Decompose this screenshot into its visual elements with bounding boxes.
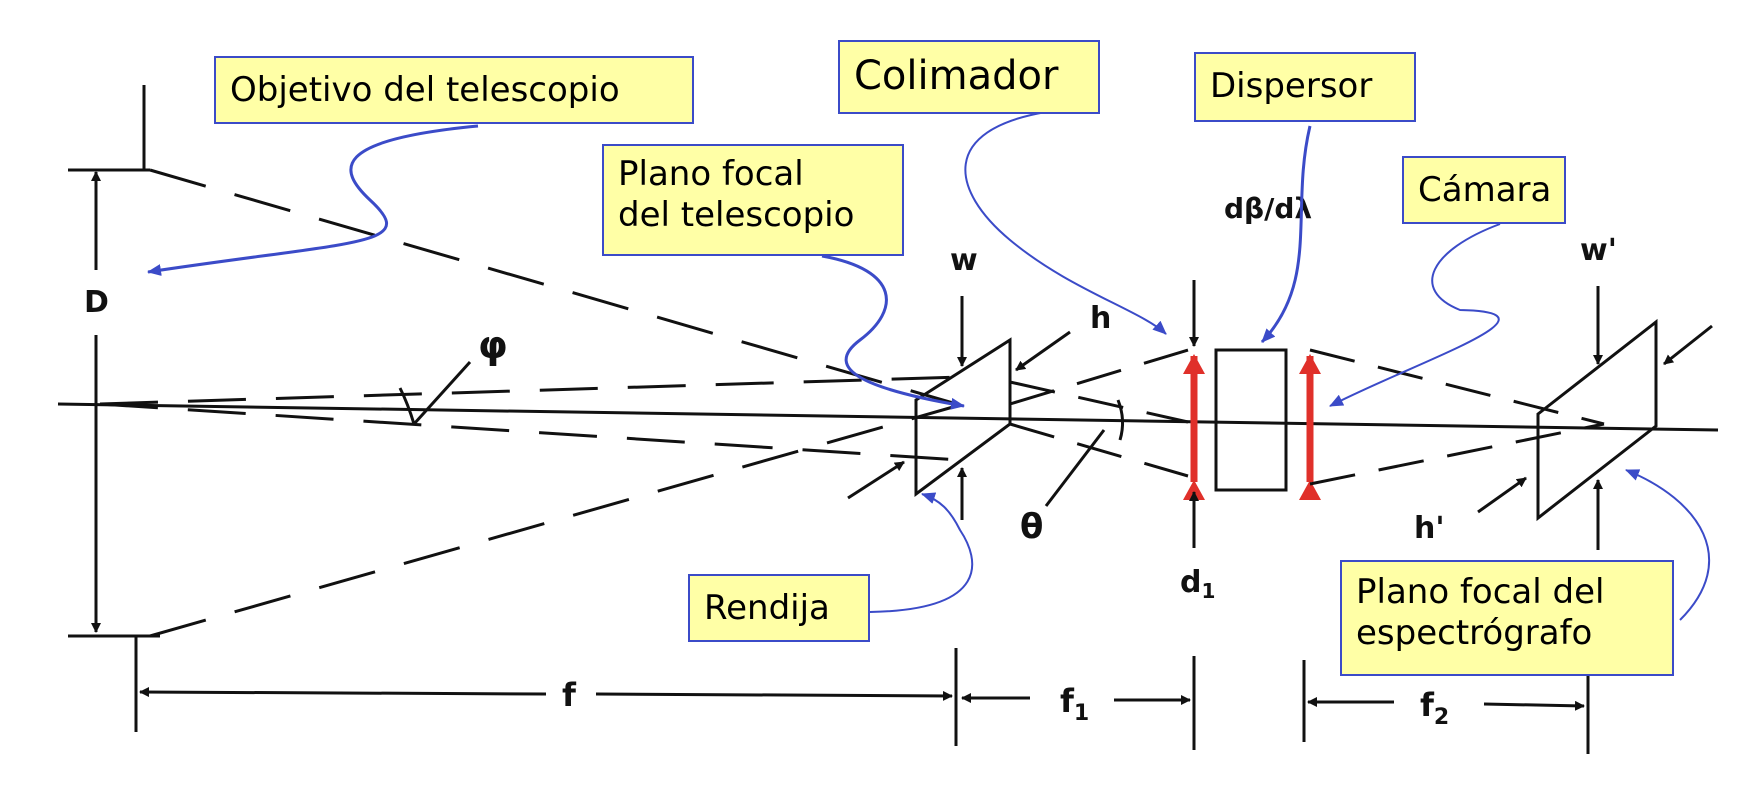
detector-plane [1536, 318, 1658, 522]
d1-label: d1 [1180, 565, 1215, 603]
slit-dimension-arrows [847, 296, 1071, 520]
optical-axis [57, 402, 1719, 432]
h-prime-label: h' [1414, 511, 1445, 546]
callout-rendija: Rendija [688, 574, 870, 642]
callout-plano-focal-espectrografo: Plano focal del espectrógrafo [1340, 560, 1674, 676]
slit-height-h-label: h [1090, 301, 1111, 336]
slit-width-w-label: w [950, 243, 978, 278]
callout-objetivo-del-telescopio: Objetivo del telescopio [214, 56, 694, 124]
theta-label: θ [1020, 507, 1043, 547]
phi-label: φ [478, 323, 508, 367]
callout-plano-focal-telescopio: Plano focal del telescopio [602, 144, 904, 256]
theta-marker [1044, 399, 1125, 507]
camera-rays [1309, 348, 1605, 486]
dispersion-label: dβ/dλ [1224, 192, 1312, 225]
field-angle-marker [398, 360, 472, 426]
callout-camara: Cámara [1402, 156, 1566, 224]
f2-label: f2 [1420, 686, 1449, 730]
detector-dimension-arrows [1477, 286, 1713, 550]
telescope-rays [99, 168, 961, 638]
f1-label: f1 [1060, 682, 1089, 726]
aperture-d-label: D [84, 285, 109, 320]
collimator-rays [1009, 348, 1189, 478]
f-label: f [562, 676, 577, 714]
w-prime-label: w' [1580, 233, 1617, 268]
disperser-element [1214, 348, 1288, 492]
callout-colimador: Colimador [838, 40, 1100, 114]
focal-length-dimensions [134, 640, 1590, 754]
callout-pointers [147, 111, 1710, 621]
callout-dispersor: Dispersor [1194, 52, 1416, 122]
